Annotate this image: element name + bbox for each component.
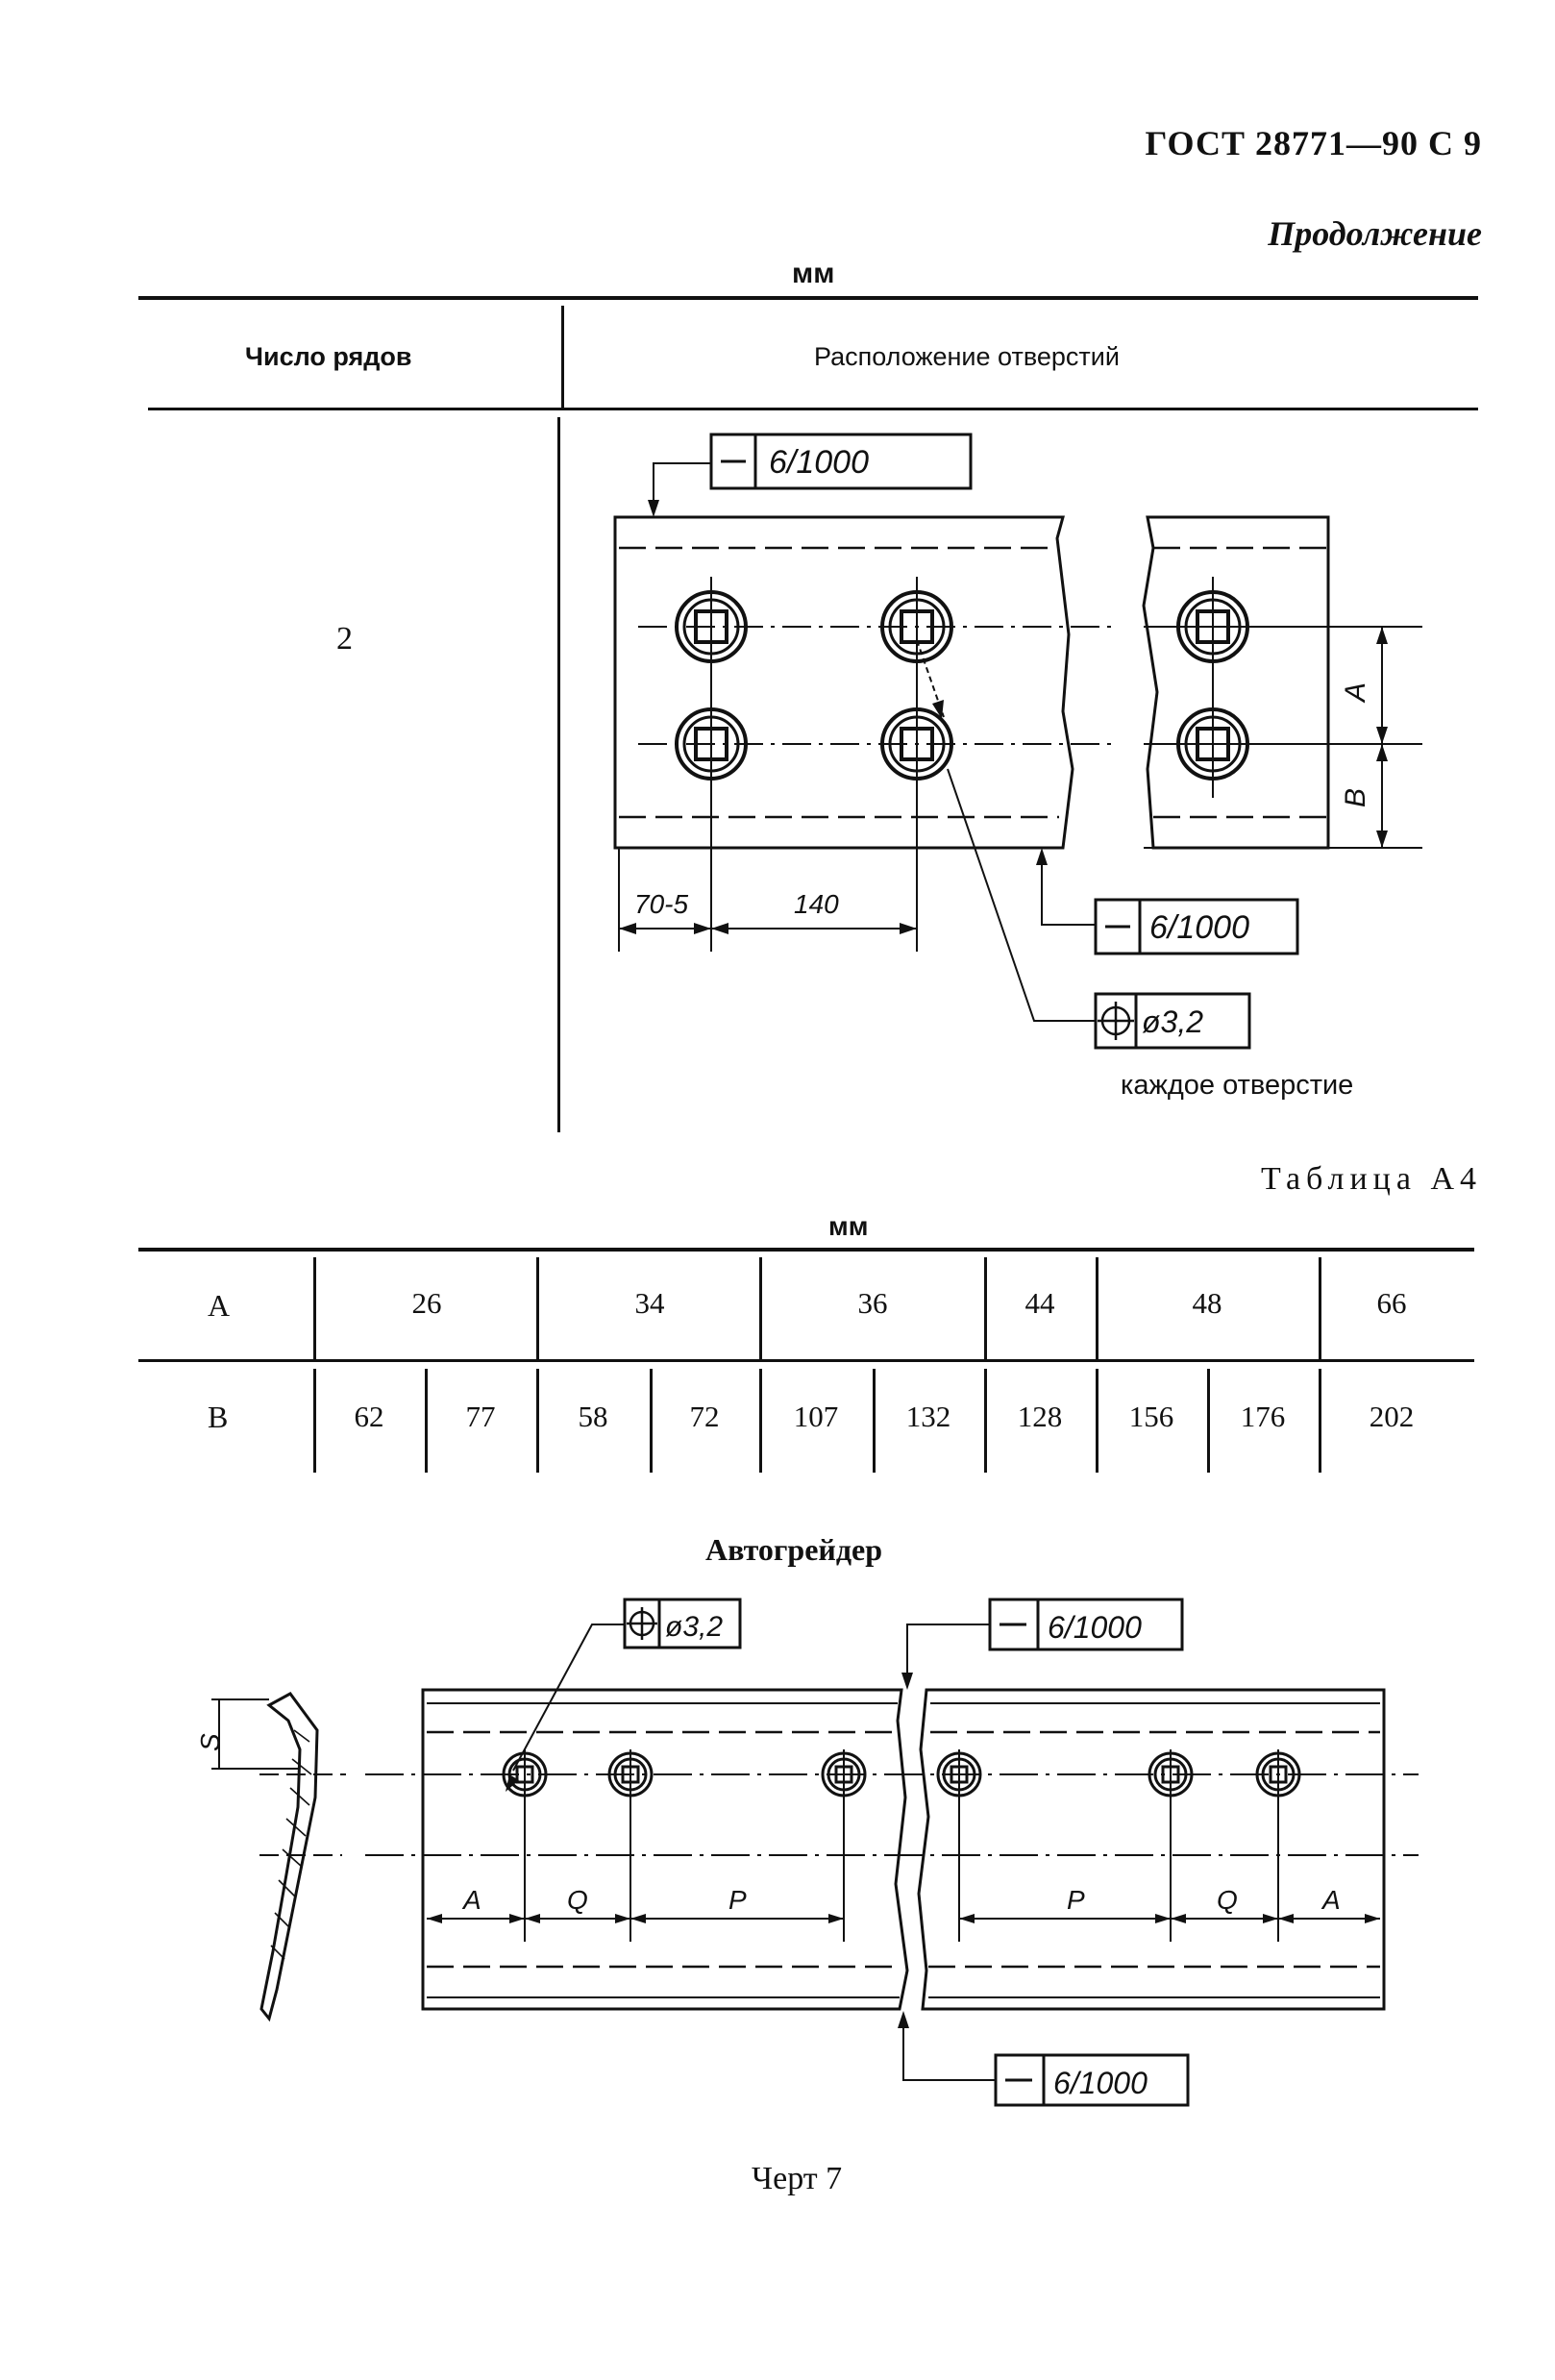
table-cell-a: 48 [1192,1286,1222,1320]
grader-blade-drawing: S ø3,2 6/1000 6/1000 A Q P P Q A [195,1598,1419,2107]
dim-a-label: A [1340,682,1371,704]
row-b-label: В [208,1400,229,1434]
top-table-unit: мм [792,258,835,289]
table-cell-b: 107 [793,1400,839,1433]
table-cell-b: 176 [1240,1400,1286,1433]
row-a-label: А [208,1288,231,1323]
hole-layout-drawing: 6/1000 6/1000 ø3,2 70-5 140 A B каждое о… [613,433,1422,1101]
table-cell-b: 58 [578,1400,608,1433]
table-a4-rule-mid [138,1359,1474,1362]
blade-right-outline [917,1688,1386,2011]
table-cell-a: 26 [411,1286,442,1320]
plate-right-outline [1142,515,1330,850]
plate-left-outline [613,515,1074,850]
table-cell-b: 77 [465,1400,496,1433]
top-table-rule-top [138,296,1478,300]
b-row-divider [1096,1369,1098,1473]
dim-p-right: P [1067,1885,1085,1915]
a-row-divider [759,1257,762,1359]
b-row-divider [536,1369,539,1473]
flatness-tolerance-top: 6/1000 [769,444,869,481]
table-a4-title: Таблица А4 [1261,1161,1482,1197]
dim-hole-pitch: 140 [794,889,839,919]
grader-flatness-top: 6/1000 [1048,1610,1142,1645]
b-row-divider [984,1369,987,1473]
table-a4-unit: мм [828,1211,869,1241]
top-table-divider-header [561,306,564,408]
dim-a-right: A [1321,1885,1341,1915]
position-tolerance: ø3,2 [1142,1004,1203,1039]
a-row-divider [313,1257,316,1359]
a-row-divider [1096,1257,1098,1359]
table-cell-a: 34 [634,1286,665,1320]
col-header-layout: Расположение отверстий [814,342,1120,371]
table-cell-b: 62 [354,1400,384,1433]
table-cell-b: 202 [1369,1400,1415,1433]
table-cell-b: 72 [689,1400,720,1433]
dim-q-right: Q [1217,1885,1238,1915]
blade-profile [259,1692,319,2022]
dim-a-left: A [461,1885,481,1915]
b-row-divider [1319,1369,1321,1473]
col-header-rows: Число рядов [245,342,412,371]
figure-caption: Черт 7 [752,2161,843,2196]
top-table-rule-mid [148,408,1478,410]
dim-b-label: B [1340,788,1371,807]
b-row-divider [425,1369,428,1473]
a-row-divider [536,1257,539,1359]
table-a4-rule-top [138,1248,1474,1252]
table-cell-b: 128 [1017,1400,1063,1433]
table-cell-a: 44 [1024,1286,1055,1320]
continuation-label: Продолжение [1268,214,1482,253]
a-row-divider [1319,1257,1321,1359]
b-row-divider [759,1369,762,1473]
table-cell-a: 36 [857,1286,888,1320]
blade-left-outline [421,1688,909,2011]
b-row-divider [873,1369,876,1473]
grader-position-tolerance: ø3,2 [665,1611,723,1643]
grader-title: Автогрейдер [705,1532,883,1567]
grader-flatness-bottom: 6/1000 [1053,2066,1148,2100]
dim-s-label: S [195,1733,225,1751]
dim-p-left: P [728,1885,747,1915]
flatness-tolerance-bottom: 6/1000 [1149,909,1249,946]
dim-edge-offset: 70-5 [634,889,688,919]
top-table-divider-body [557,417,560,1132]
b-row-divider [313,1369,316,1473]
table-cell-a: 66 [1376,1286,1407,1320]
b-row-divider [1207,1369,1210,1473]
rows-count-value: 2 [336,621,353,657]
b-row-divider [650,1369,653,1473]
each-hole-note: каждое отверстие [1121,1070,1353,1101]
table-cell-b: 132 [905,1400,951,1433]
dim-q-left: Q [567,1885,588,1915]
a-row-divider [984,1257,987,1359]
page-header: ГОСТ 28771—90 С 9 [1145,124,1482,162]
table-cell-b: 156 [1128,1400,1174,1433]
